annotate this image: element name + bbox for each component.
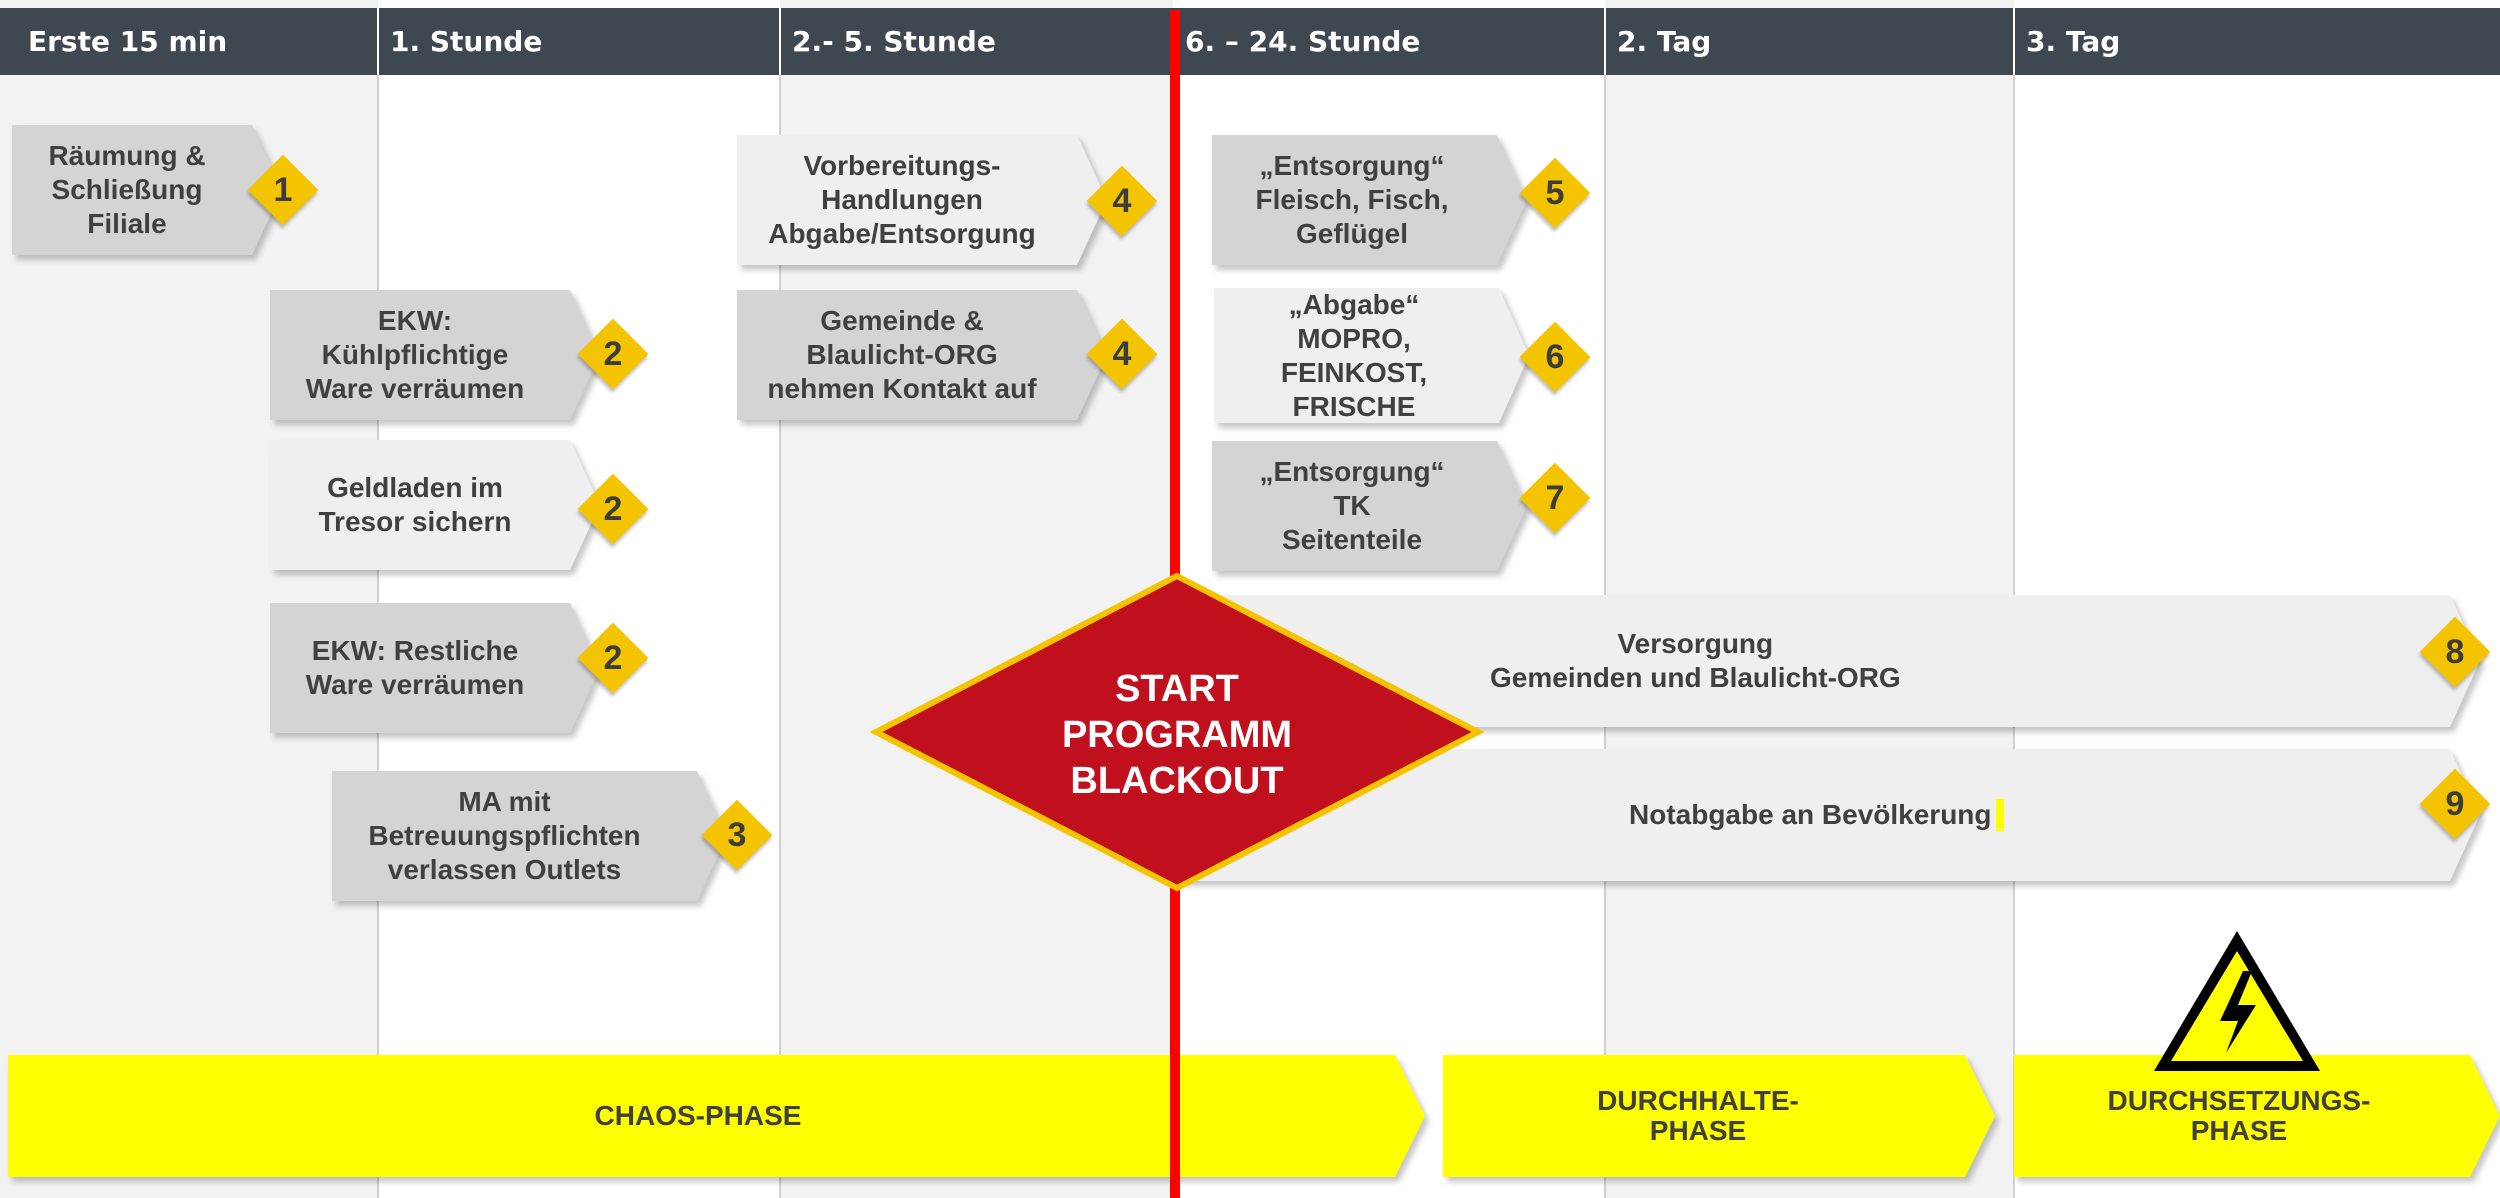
step-badge-number: 5 xyxy=(1545,174,1565,212)
step-badge-9: 9 xyxy=(2419,768,2491,840)
high-voltage-warning-icon xyxy=(2154,931,2320,1071)
task-vorbereitungs-handlungen-label: Vorbereitungs- Handlungen Abgabe/Entsorg… xyxy=(768,150,1036,249)
step-badge-5: 5 xyxy=(1519,157,1591,229)
step-badge-7: 7 xyxy=(1519,462,1591,534)
header-divider xyxy=(1604,8,1606,75)
task-restliche-ware-label: EKW: Restliche Ware verräumen xyxy=(305,635,525,700)
step-badge-number: 2 xyxy=(603,335,623,373)
task-entsorgung-fleisch: „Entsorgung“ Fleisch, Fisch, Geflügel xyxy=(1212,135,1527,265)
step-badge-2: 2 xyxy=(577,318,649,390)
task-entsorgung-tk: „Entsorgung“ TK Seitenteile xyxy=(1212,441,1527,571)
header-divider xyxy=(779,8,781,75)
task-kuehlpflichtige-ware-label: EKW: Kühlpflichtige Ware verräumen xyxy=(305,305,525,404)
column-divider xyxy=(779,70,781,1198)
step-badge-2: 2 xyxy=(577,622,649,694)
step-badge-2: 2 xyxy=(577,473,649,545)
step-badge-8: 8 xyxy=(2419,616,2491,688)
step-badge-number: 6 xyxy=(1545,338,1565,376)
timeline-header: Erste 15 min 1. Stunde 2.- 5. Stunde 6. … xyxy=(0,8,2500,75)
step-badge-number: 1 xyxy=(273,171,293,209)
task-raeumung-label: Räumung & Schließung Filiale xyxy=(48,140,206,239)
task-gemeinde-kontakt-label: Gemeinde & Blaulicht-ORG nehmen Kontakt … xyxy=(767,305,1037,404)
step-badge-number: 7 xyxy=(1545,479,1565,517)
task-notabgabe-label: Notabgabe an Bevölkerung xyxy=(1629,799,1992,830)
phase-chaos-label: CHAOS-PHASE xyxy=(594,1100,802,1131)
step-badge-1: 1 xyxy=(247,154,319,226)
phase-durchhalte-label: DURCHHALTE- PHASE xyxy=(1597,1085,1799,1146)
task-versorgung-gemeinden-label: Versorgung Gemeinden und Blaulicht-ORG xyxy=(1490,628,1901,693)
start-program-diamond xyxy=(870,572,1484,892)
header-1-stunde: 1. Stunde xyxy=(390,25,543,58)
step-badge-number: 3 xyxy=(727,816,747,854)
task-entsorgung-tk-label: „Entsorgung“ TK Seitenteile xyxy=(1259,456,1445,555)
header-divider xyxy=(377,8,379,75)
header-erste-15-min: Erste 15 min xyxy=(28,25,228,58)
task-restliche-ware: EKW: Restliche Ware verräumen xyxy=(270,603,600,733)
step-badge-number: 2 xyxy=(603,639,623,677)
task-geldladen: Geldladen im Tresor sichern xyxy=(270,440,600,570)
header-divider xyxy=(2013,8,2015,75)
header-2-tag: 2. Tag xyxy=(1617,25,1712,58)
step-badge-3: 3 xyxy=(701,799,773,871)
step-badge-number: 9 xyxy=(2445,785,2465,823)
step-badge-number: 4 xyxy=(1112,335,1132,373)
task-kuehlpflichtige-ware: EKW: Kühlpflichtige Ware verräumen xyxy=(270,290,600,420)
task-notabgabe-row: Notabgabe an Bevölkerung xyxy=(1629,749,2500,881)
phase-durchsetzung: DURCHSETZUNGS- PHASE xyxy=(2014,1055,2500,1177)
header-3-tag: 3. Tag xyxy=(2026,25,2121,58)
step-badge-4: 4 xyxy=(1086,165,1158,237)
phase-chaos: CHAOS-PHASE xyxy=(8,1055,1425,1177)
step-badge-6: 6 xyxy=(1519,321,1591,393)
header-2-5-stunde: 2.- 5. Stunde xyxy=(792,25,996,58)
phase-durchhalte: DURCHHALTE- PHASE xyxy=(1443,1055,1995,1177)
task-ma-betreuungspflichten-label: MA mit Betreuungspflichten verlassen Out… xyxy=(368,786,641,885)
task-abgabe-mopro: „Abgabe“ MOPRO, FEINKOST, FRISCHE xyxy=(1214,288,1529,423)
task-ma-betreuungspflichten: MA mit Betreuungspflichten verlassen Out… xyxy=(332,771,727,901)
start-program-label: START PROGRAMM BLACKOUT xyxy=(1061,668,1293,802)
text-cursor-mark xyxy=(1995,799,2004,831)
step-badge-number: 2 xyxy=(603,490,623,528)
phase-durchsetzung-label: DURCHSETZUNGS- PHASE xyxy=(2107,1085,2371,1146)
task-gemeinde-kontakt: Gemeinde & Blaulicht-ORG nehmen Kontakt … xyxy=(737,290,1107,420)
task-abgabe-mopro-label: „Abgabe“ MOPRO, FEINKOST, FRISCHE xyxy=(1280,288,1428,422)
task-raeumung: Räumung & Schließung Filiale xyxy=(12,125,282,255)
column-bg-2 xyxy=(378,0,780,1198)
step-badge-number: 4 xyxy=(1112,182,1132,220)
header-6-24-stunde: 6. – 24. Stunde xyxy=(1185,25,1421,58)
step-badge-number: 8 xyxy=(2445,633,2465,671)
task-entsorgung-fleisch-label: „Entsorgung“ Fleisch, Fisch, Geflügel xyxy=(1255,150,1449,249)
task-geldladen-label: Geldladen im Tresor sichern xyxy=(318,472,512,537)
step-badge-4: 4 xyxy=(1086,318,1158,390)
start-diamond-shape xyxy=(870,572,1484,892)
task-vorbereitungs-handlungen: Vorbereitungs- Handlungen Abgabe/Entsorg… xyxy=(737,135,1107,265)
